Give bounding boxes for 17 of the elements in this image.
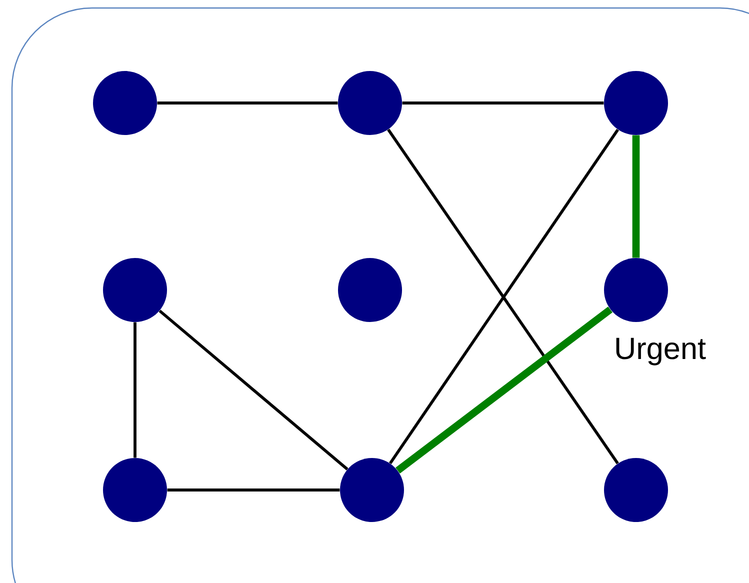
edge-line	[134, 322, 136, 458]
edge-line	[396, 306, 612, 474]
vertex-label: Urgent	[616, 338, 706, 366]
graph-vertex	[604, 458, 668, 522]
edge-line	[157, 102, 338, 104]
edge-line	[402, 102, 604, 104]
graph-vertex	[604, 258, 668, 322]
graph-vertex	[103, 458, 167, 522]
graph-vertex	[338, 71, 402, 135]
graph-vertex	[103, 258, 167, 322]
graph-vertex	[93, 71, 157, 135]
graph-vertex	[604, 71, 668, 135]
graph-vertex	[340, 458, 404, 522]
graph-vertex	[338, 258, 402, 322]
edge-line	[167, 488, 340, 492]
edge-line	[632, 135, 640, 258]
edge-line	[158, 310, 348, 470]
